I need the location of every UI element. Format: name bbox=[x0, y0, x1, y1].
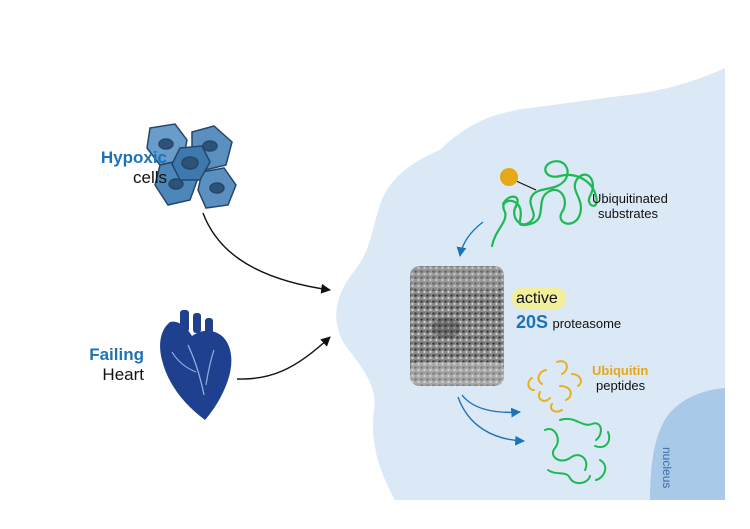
active-highlight bbox=[512, 288, 566, 309]
substrates-line2: substrates bbox=[598, 205, 658, 221]
ubiquitinated-substrate-icon bbox=[490, 160, 598, 248]
arrow-hypoxic-to-cell bbox=[202, 212, 331, 294]
arrow-heart-to-cell bbox=[236, 336, 331, 380]
ubiquitinated-substrates-label: Ubiquitinated substrates bbox=[592, 191, 668, 222]
proteasome-20s-icon bbox=[410, 266, 504, 386]
proteasome-label: active 20S proteasome bbox=[516, 290, 621, 334]
heart-icon bbox=[160, 310, 232, 420]
proteasome-20s-text: 20S bbox=[516, 312, 549, 333]
nucleus-region bbox=[650, 388, 725, 500]
failing-rest: Heart bbox=[102, 364, 144, 384]
hypoxic-cells-label: Hypoxic cells bbox=[92, 148, 167, 187]
arrow-proteasome-to-unfolded bbox=[457, 396, 525, 446]
proteasome-rest-text: proteasome bbox=[552, 316, 622, 332]
proteasome-name-row: 20S proteasome bbox=[516, 312, 621, 333]
failing-emph: Failing bbox=[89, 345, 144, 364]
arrow-substrate-to-proteasome bbox=[456, 221, 484, 257]
failing-heart-label: Failing Heart bbox=[66, 345, 144, 384]
ubiquitin-peptides-label: Ubiquitin peptides bbox=[592, 363, 649, 394]
hypoxic-cells-icon bbox=[146, 123, 237, 209]
ubiquitin-emph: Ubiquitin bbox=[592, 363, 649, 378]
hypoxic-emph: Hypoxic bbox=[100, 148, 167, 167]
unfolded-substrate-icon bbox=[544, 417, 611, 484]
peptides-rest: peptides bbox=[596, 377, 646, 393]
ubiquitin-peptides-icon bbox=[527, 360, 582, 413]
nucleus-label: nucleus bbox=[660, 447, 674, 489]
substrates-line1: Ubiquitinated bbox=[592, 191, 668, 206]
active-text: active bbox=[516, 290, 558, 307]
hypoxic-rest: cells bbox=[132, 167, 167, 187]
cytoplasm-region bbox=[336, 68, 725, 500]
arrow-proteasome-to-peptides bbox=[461, 394, 521, 418]
